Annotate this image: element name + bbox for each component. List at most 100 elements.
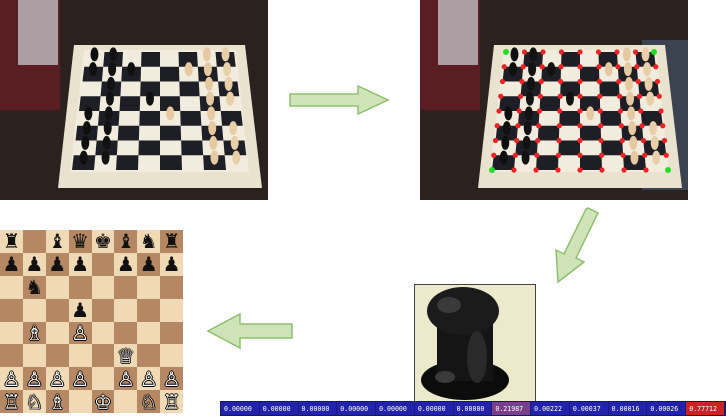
board-square-g6: [137, 275, 161, 299]
arrow-left: [206, 312, 293, 350]
grid-dot: [634, 64, 640, 70]
photo-dark-square: [160, 96, 181, 111]
white-piece-icon: ♙: [48, 366, 67, 391]
photo-piece: [529, 47, 538, 62]
grid-dot: [615, 64, 621, 70]
board-square-d3: [68, 344, 92, 368]
grid-dot: [577, 108, 583, 114]
white-piece-icon: ♖: [2, 389, 21, 414]
grid-dot: [520, 64, 526, 70]
grid-dot: [642, 152, 648, 158]
arrow-right-shape: [289, 84, 390, 116]
photo-piece: [102, 135, 111, 150]
photo-dark-square: [536, 155, 559, 170]
board-square-c6: [45, 275, 69, 299]
photo-dark-square: [139, 111, 160, 126]
photo-piece: [521, 150, 530, 165]
grid-dot: [536, 108, 543, 114]
grid-dot: [512, 152, 518, 158]
photo-piece: [624, 76, 633, 91]
photo-piece: [103, 121, 112, 136]
arrow-right: [289, 84, 390, 116]
board-square-g7: ♟: [137, 252, 161, 276]
board-square-f2: ♙: [114, 366, 138, 391]
probability-cell: 0.00000: [454, 402, 493, 415]
black-piece-icon: ♟: [116, 252, 135, 277]
grid-dot: [577, 123, 583, 129]
grid-dot: [656, 93, 662, 99]
grid-dot: [598, 123, 604, 129]
grid-dot: [491, 152, 497, 158]
probability-cell: 0.00037: [570, 402, 609, 415]
board-square-g4: [137, 321, 161, 345]
photo-piece: [627, 106, 636, 121]
photo-piece: [224, 76, 233, 91]
grid-dot: [536, 123, 542, 129]
probability-cell: 0.00000: [415, 402, 454, 415]
grid-dot: [535, 137, 541, 144]
board-square-g1: ♘: [137, 390, 161, 413]
grid-dot: [577, 137, 583, 144]
grid-dot: [514, 137, 520, 144]
grid-dot: [620, 152, 626, 158]
grid-dots: [489, 49, 671, 173]
white-piece-icon: ♙: [71, 366, 90, 391]
photo-piece: [184, 62, 193, 77]
grid-dot: [577, 49, 583, 55]
grid-dot: [499, 78, 506, 85]
grid-dot: [533, 167, 539, 173]
board-square-d5: ♟: [68, 298, 92, 322]
board-square-g5: [137, 298, 161, 322]
board-square-b2: ♙: [22, 367, 46, 391]
white-piece-icon: ♙: [162, 366, 181, 391]
photo-dark-square: [599, 81, 620, 97]
photo-piece: [644, 76, 653, 91]
board-square-b4: ♗: [22, 321, 46, 345]
grid-dot: [595, 49, 602, 55]
white-piece-icon: ♙: [116, 366, 135, 391]
grid-detection-photo: [420, 0, 688, 200]
board-square-a5: [0, 298, 23, 322]
photo-piece: [207, 106, 216, 121]
grid-dot: [556, 137, 562, 144]
board-square-c3: [45, 344, 69, 368]
corner-dot: [503, 49, 509, 55]
black-piece-icon: ♟: [71, 252, 90, 277]
grid-dot: [597, 108, 603, 114]
grid-dot: [539, 64, 545, 70]
grid-dot: [492, 137, 499, 144]
photo-dark-square: [539, 96, 561, 111]
grid-dot: [517, 93, 524, 99]
board-square-d8: ♛: [68, 230, 92, 253]
photo-piece: [527, 76, 536, 91]
photo-piece: [646, 91, 655, 106]
grid-dot: [558, 49, 565, 55]
photo-piece: [502, 121, 511, 136]
black-piece-icon: ♝: [116, 229, 135, 254]
grid-dot: [537, 93, 543, 99]
grid-dot: [496, 108, 502, 114]
grid-dot: [619, 137, 625, 144]
grid-dot: [599, 167, 605, 173]
probability-cell: 0.00000: [299, 402, 338, 415]
board-square-e1: ♔: [91, 390, 115, 413]
board-square-a4: [0, 321, 23, 345]
photo-piece: [501, 135, 510, 150]
grid-dot: [617, 108, 624, 114]
photo-dark-square: [561, 52, 580, 67]
photo-piece: [79, 150, 88, 165]
board-square-h7: ♟: [160, 252, 183, 276]
probability-cell: 0.00016: [609, 402, 648, 415]
board-square-g3: [137, 344, 161, 368]
photo-piece: [649, 121, 658, 136]
board-square-h5: [160, 298, 183, 322]
grid-dot: [498, 93, 504, 99]
photo-dark-square: [79, 96, 101, 111]
photo-piece: [528, 62, 537, 77]
grid-dot: [617, 93, 623, 99]
photo-dark-square: [580, 66, 600, 82]
corner-dot: [665, 167, 671, 173]
photo-piece: [508, 62, 517, 77]
black-piece-icon: ♜: [2, 229, 21, 254]
board-square-c2: ♙: [45, 366, 69, 391]
